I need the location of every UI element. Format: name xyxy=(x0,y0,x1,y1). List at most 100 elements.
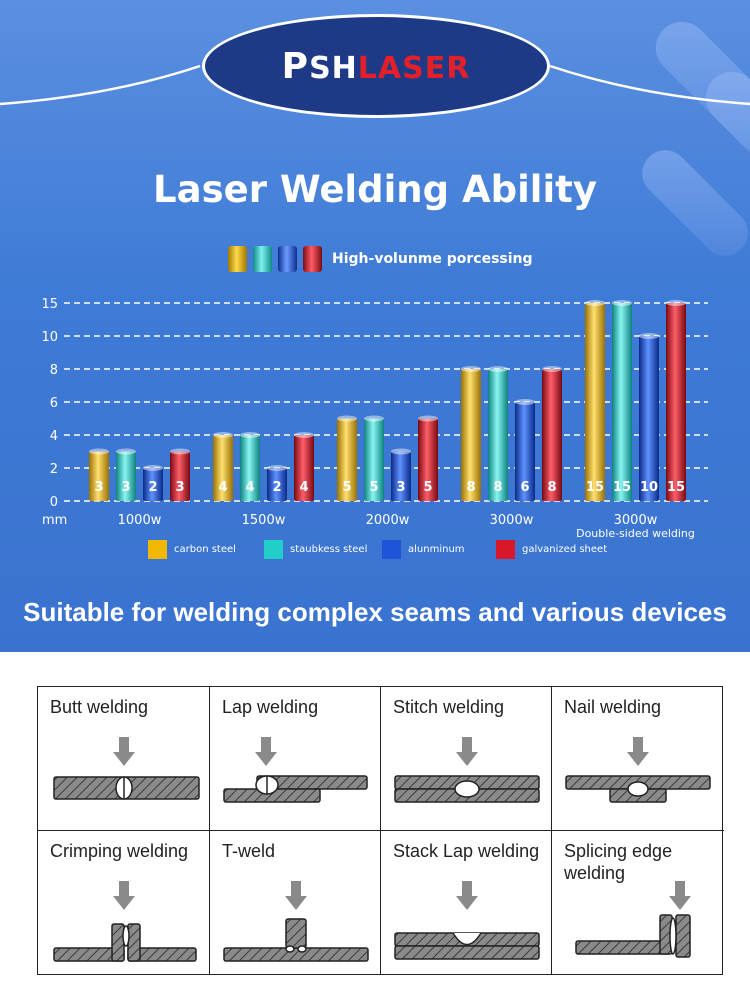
x-category-label: 2000w xyxy=(366,513,410,528)
bar-value-label: 5 xyxy=(369,480,378,495)
bar xyxy=(116,451,136,501)
bar-top xyxy=(585,300,605,306)
bar-top xyxy=(240,432,260,438)
logo: PSHLASER xyxy=(202,14,550,118)
legend-item: galvanized sheet xyxy=(496,540,607,559)
y-tick-label: 6 xyxy=(50,396,58,411)
bar-value-label: 5 xyxy=(342,480,351,495)
bar xyxy=(294,435,314,501)
bar-top xyxy=(418,415,438,422)
weld-diagram xyxy=(223,737,368,803)
bar xyxy=(461,369,481,501)
bar-top xyxy=(391,448,411,455)
legend-swatch xyxy=(382,540,401,559)
weld-type-butt: Butt welding xyxy=(38,687,210,831)
bar-value-label: 10 xyxy=(640,480,658,495)
bar-value-label: 4 xyxy=(218,480,227,495)
cylinder-icon xyxy=(228,246,247,272)
bar xyxy=(612,303,632,501)
bar-value-label: 3 xyxy=(121,480,130,495)
bar-value-label: 3 xyxy=(175,480,184,495)
bar-value-label: 8 xyxy=(466,480,475,495)
y-unit-label: mm xyxy=(42,513,67,528)
legend-swatch xyxy=(264,540,283,559)
bar-top xyxy=(515,399,535,405)
bar xyxy=(585,303,605,501)
bar-top xyxy=(542,366,562,372)
y-tick-label: 4 xyxy=(50,429,58,444)
bar-value-label: 8 xyxy=(493,480,502,495)
weld-type-splice: Splicing edge welding xyxy=(552,831,724,975)
weld-diagram xyxy=(565,737,711,803)
bar-top xyxy=(488,366,508,372)
bar xyxy=(515,402,535,501)
subtitle: Suitable for welding complex seams and v… xyxy=(23,597,727,627)
legend-swatch xyxy=(496,540,515,559)
cylinder-icon xyxy=(253,246,272,272)
bar xyxy=(666,303,686,501)
bar xyxy=(364,418,384,501)
legend-item: carbon steel xyxy=(148,540,236,559)
banner: PSHLASER Laser Welding Ability High-volu… xyxy=(0,0,750,652)
bar-top xyxy=(89,448,109,455)
arrow-down-icon xyxy=(255,737,277,766)
weld-type-label: Lap welding xyxy=(222,697,319,717)
cylinder-icon xyxy=(303,246,322,272)
bar xyxy=(418,418,438,501)
y-tick-label: 2 xyxy=(50,462,58,477)
legend-label: galvanized sheet xyxy=(522,544,608,555)
bar-top xyxy=(337,415,357,422)
bar-top xyxy=(461,366,481,372)
weld-diagram xyxy=(223,880,369,962)
cylinder-icon xyxy=(278,246,297,272)
x-category-label: 1500w xyxy=(242,513,286,528)
bar-value-label: 15 xyxy=(586,480,604,495)
logo-letter-p: P xyxy=(281,45,310,87)
bar-value-label: 4 xyxy=(245,480,254,495)
bar-value-label: 4 xyxy=(299,480,308,495)
arrow-down-icon xyxy=(456,737,478,766)
bar-value-label: 15 xyxy=(613,480,631,495)
y-tick-label: 0 xyxy=(50,495,58,510)
arrow-down-icon xyxy=(285,880,307,910)
weld-type-crimp: Crimping welding xyxy=(38,830,210,974)
y-tick-label: 10 xyxy=(41,330,58,345)
bar xyxy=(89,451,109,501)
bar-value-label: 2 xyxy=(148,480,157,495)
weld-type-nail: Nail welding xyxy=(552,687,724,831)
x-category-note: Double-sided welding xyxy=(576,527,695,540)
weld-type-label: Nail welding xyxy=(564,697,662,717)
bar-value-label: 3 xyxy=(94,480,103,495)
legend-label: carbon steel xyxy=(174,544,236,555)
weld-type-label: Crimping welding xyxy=(50,840,189,861)
weld-diagram xyxy=(575,880,691,958)
bar xyxy=(267,468,287,501)
weld-type-label: Stack Lap welding xyxy=(393,840,540,861)
legend-top: High-volunme porcessing xyxy=(228,246,533,272)
arrow-down-icon xyxy=(627,737,649,766)
bar-top xyxy=(267,465,287,471)
bar xyxy=(488,369,508,501)
legend-top-label: High-volunme porcessing xyxy=(332,251,533,267)
weld-diagram xyxy=(53,880,197,962)
y-tick-label: 15 xyxy=(41,297,58,312)
legend-label: staubkess steel xyxy=(290,544,368,555)
weld-type-tweld: T-weld xyxy=(210,830,381,974)
arrow-down-icon xyxy=(113,880,135,910)
page-title: Laser Welding Ability xyxy=(153,168,597,211)
bar xyxy=(213,435,233,501)
x-category-label: 3000w xyxy=(490,513,534,528)
legend: carbon steel staubkess steel alunminum galv… xyxy=(0,540,750,564)
bar xyxy=(391,451,411,501)
bar xyxy=(337,418,357,501)
bar xyxy=(542,369,562,501)
bar-value-label: 5 xyxy=(423,480,432,495)
legend-item: alunminum xyxy=(382,540,465,559)
weld-diagram xyxy=(394,880,540,960)
bar-top xyxy=(294,432,314,438)
logo-letters-sh: SH xyxy=(309,50,358,86)
bar xyxy=(170,451,190,501)
bar-top xyxy=(116,448,136,455)
